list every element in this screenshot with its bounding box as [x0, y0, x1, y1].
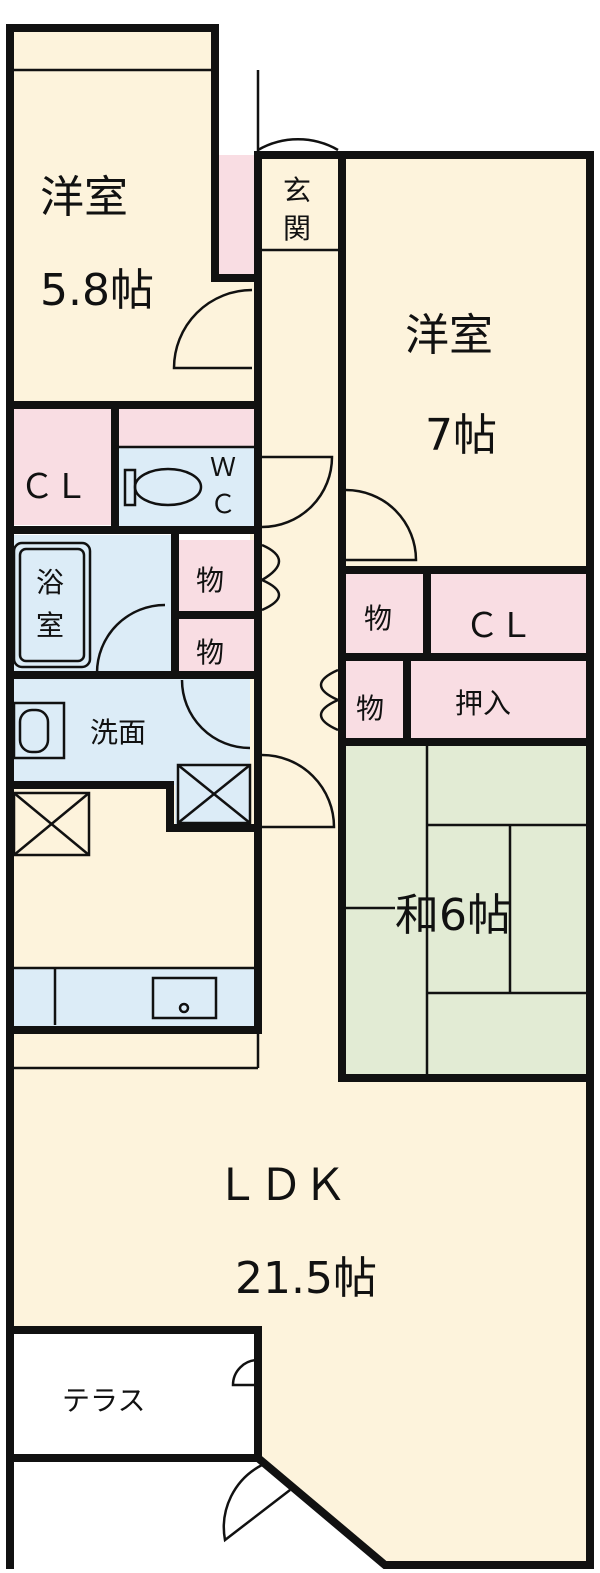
mono-2-fill — [178, 618, 254, 673]
genkan-fill — [258, 155, 342, 250]
bath-fill — [10, 535, 175, 675]
cl-right-label: ＣＬ — [465, 606, 533, 646]
tatami-grid — [342, 742, 590, 1078]
genkan-storage-fill — [218, 155, 258, 275]
cl-left-label: ＣＬ — [20, 467, 88, 507]
mono-1-label: 物 — [196, 564, 224, 597]
kitchen-counter-fill — [10, 968, 255, 1026]
western-small-fill — [10, 28, 255, 405]
oshiire-fill — [407, 660, 590, 738]
genkan-label-2: 関 — [283, 212, 311, 245]
ldk-size: 21.5帖 — [235, 1253, 377, 1304]
terrace-fill — [10, 1330, 258, 1458]
genkan-label-1: 玄 — [283, 174, 311, 207]
mono-4-label: 物 — [356, 692, 384, 725]
mono-1-fill — [178, 540, 254, 615]
room-labels: 洋室 5.8帖 玄 関 洋室 7帖 ＣＬ Ｗ Ｃ 浴 室 物 物 洗面 物 ＣＬ… — [20, 172, 533, 1417]
bath-label-2: 室 — [36, 609, 64, 642]
western-large-fill — [342, 155, 590, 570]
western-small-name: 洋室 — [40, 172, 128, 223]
doors — [95, 70, 418, 1543]
terrace-label: テラス — [62, 1384, 145, 1417]
oshiire-label: 押入 — [455, 687, 511, 720]
western-large-size: 7帖 — [425, 410, 497, 461]
corridor-fill — [250, 250, 342, 1080]
washitsu-fill — [342, 742, 590, 1078]
washroom-label: 洗面 — [90, 716, 146, 749]
room-fills — [10, 28, 590, 1565]
wc-w-label: Ｗ — [210, 453, 236, 483]
wc-fill — [115, 447, 255, 527]
washroom-annex-fill — [175, 675, 250, 825]
walls — [6, 24, 594, 1569]
cl-left-fill — [10, 405, 115, 525]
washitsu-label: 和6帖 — [395, 890, 511, 941]
ldk-fill — [10, 1030, 590, 1565]
thin-lines — [10, 68, 342, 1070]
mono-3-label: 物 — [364, 602, 392, 635]
shelf-top-fill — [115, 405, 255, 447]
western-small-size: 5.8帖 — [40, 265, 154, 316]
bath-label-1: 浴 — [36, 566, 64, 599]
mono-4-fill — [345, 660, 407, 738]
mono-2-label: 物 — [196, 636, 224, 669]
mono-3-fill — [345, 572, 425, 654]
western-large-name: 洋室 — [405, 310, 493, 361]
cl-right-fill — [425, 572, 590, 654]
ldk-name: ＬＤＫ — [215, 1160, 347, 1211]
wc-c-label: Ｃ — [210, 490, 236, 520]
